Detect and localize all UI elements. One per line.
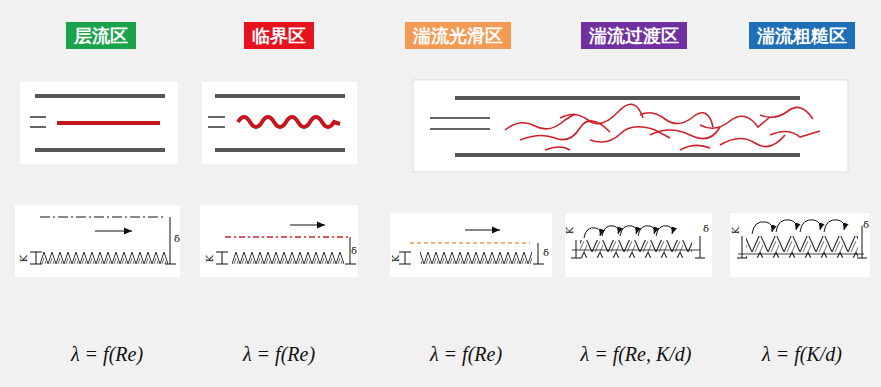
- zone-title: 湍流粗糙区: [757, 24, 847, 48]
- layer-delta: δ: [174, 233, 180, 244]
- zone-header: 湍流粗糙区: [749, 22, 855, 49]
- roughness-k: K: [390, 254, 401, 261]
- zone-header: 临界区: [244, 22, 314, 49]
- zone-title: 临界区: [252, 24, 306, 48]
- friction-formula: λ = f(K/d): [762, 343, 842, 366]
- zone-title: 层流区: [74, 24, 128, 48]
- zone-header: 层流区: [66, 22, 136, 49]
- layer-delta: δ: [351, 245, 357, 256]
- friction-formula: λ = f(Re, K/d): [580, 343, 691, 366]
- layer-delta: δ: [543, 247, 549, 258]
- roughness-k: K: [18, 254, 29, 261]
- zone-title: 湍流光滑区: [413, 24, 503, 48]
- roughness-k: K: [730, 226, 741, 233]
- roughness-k: K: [564, 226, 575, 233]
- zone-header: 湍流过渡区: [581, 22, 687, 49]
- layer-delta: δ: [703, 223, 709, 234]
- friction-formula: λ = f(Re): [430, 343, 502, 366]
- friction-formula: λ = f(Re): [71, 343, 143, 366]
- roughness-k: K: [204, 254, 215, 261]
- zone-header: 湍流光滑区: [405, 22, 511, 49]
- layer-delta: δ: [863, 219, 869, 230]
- zone-title: 湍流过渡区: [589, 24, 679, 48]
- friction-formula: λ = f(Re): [243, 343, 315, 366]
